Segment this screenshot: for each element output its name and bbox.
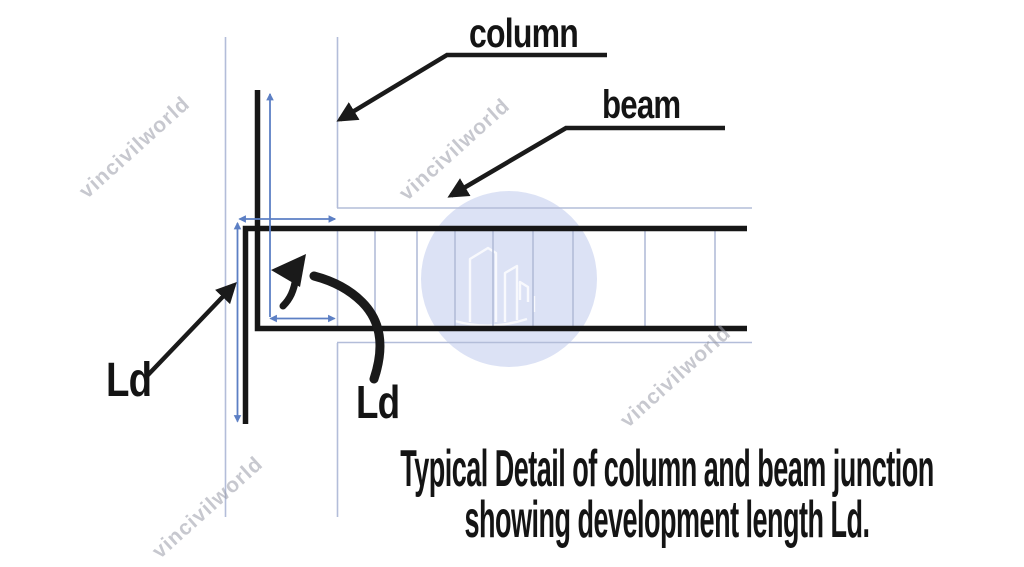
beam-leader-arrow (447, 125, 725, 198)
logo-circle-watermark (421, 191, 597, 367)
column-outline-lines (224, 37, 339, 517)
column-label: column (469, 10, 579, 56)
beam-outline-lines (337, 207, 752, 344)
caption-line-2: showing development length Ld. (464, 491, 870, 549)
ld-bottom-bar-label: Ld (356, 376, 400, 428)
leader-arrows (144, 52, 725, 379)
building-icon (454, 246, 536, 327)
ld-top-bar-leader-arrow (144, 282, 237, 379)
ld-top-bar-label: Ld (106, 354, 152, 407)
column-leader-arrow (336, 52, 607, 122)
caption: Typical Detail of column and beam juncti… (345, 440, 990, 549)
rebar-bottom-bar-bent-up (254, 90, 747, 332)
caption-line-1: Typical Detail of column and beam juncti… (400, 440, 934, 498)
curved-arrow (271, 254, 385, 384)
rebar-top-bar-bent-down (242, 225, 747, 424)
beam-label: beam (602, 83, 681, 127)
rebar-bars (242, 90, 747, 424)
dimension-lines (233, 92, 337, 423)
